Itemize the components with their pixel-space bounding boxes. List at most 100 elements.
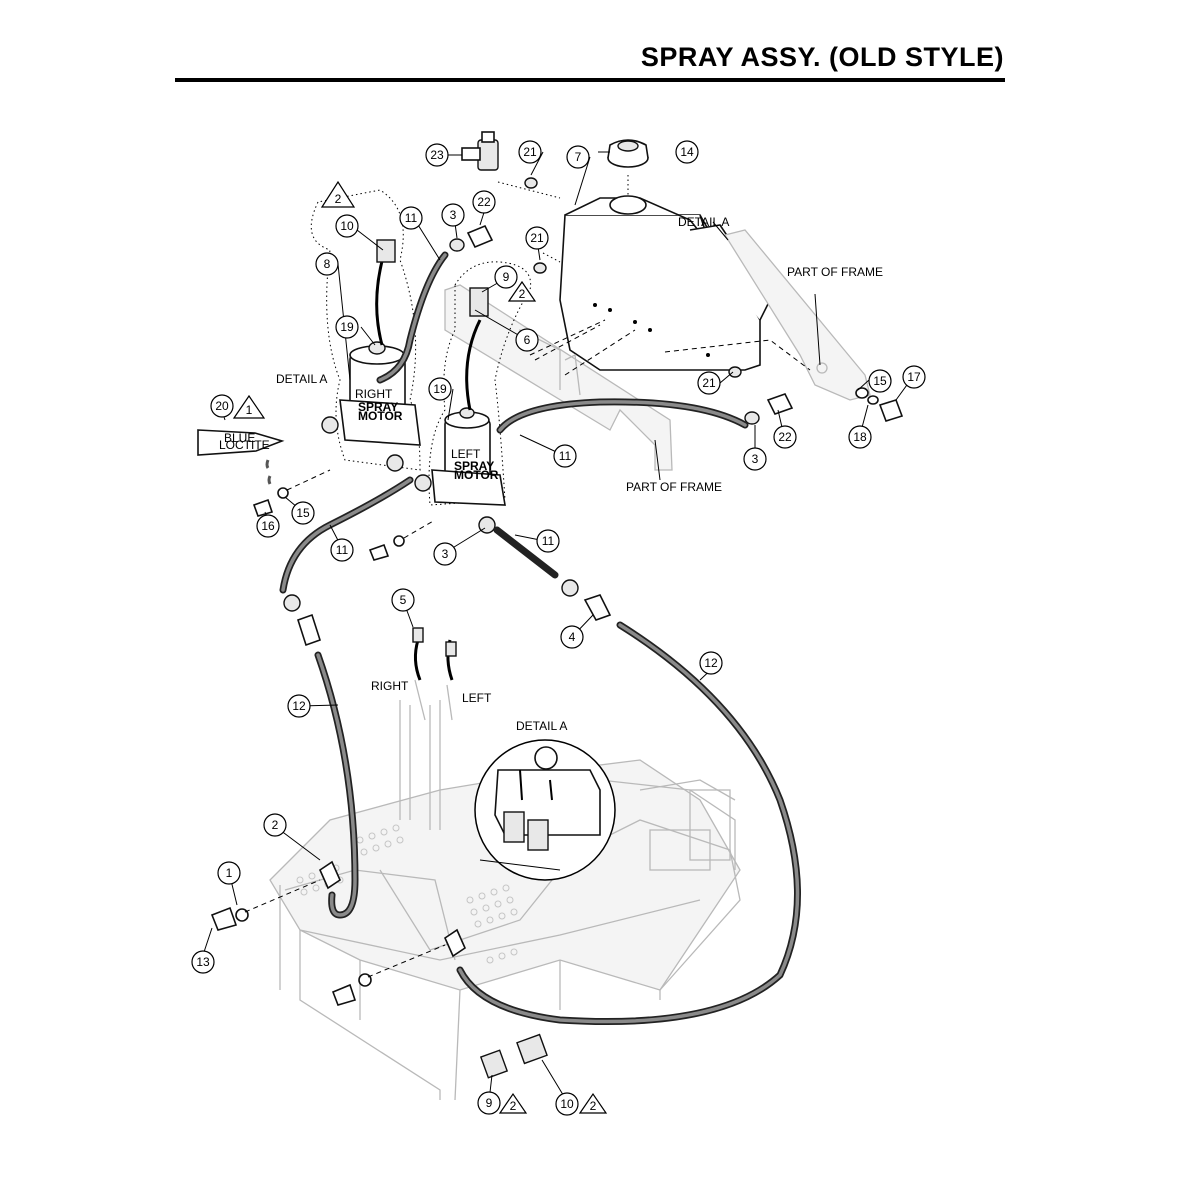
callout-9: 9	[494, 265, 518, 289]
callout-11: 11	[536, 529, 560, 553]
detail-a-inset	[474, 739, 616, 881]
svg-text:12: 12	[704, 656, 718, 670]
svg-text:21: 21	[523, 145, 537, 159]
callout-15: 15	[868, 369, 892, 393]
callout-21: 21	[697, 371, 721, 395]
label-detail-a: DETAIL A	[276, 372, 327, 386]
callout-13: 13	[191, 950, 215, 974]
callout-19: 19	[428, 377, 452, 401]
callout-1: 1	[217, 861, 241, 885]
note-triangle-2: 2	[320, 180, 356, 208]
callout-3: 3	[441, 203, 465, 227]
callout-18: 18	[848, 425, 872, 449]
svg-text:16: 16	[261, 519, 275, 533]
hose-clamp	[744, 411, 760, 425]
callout-20: 20	[210, 394, 234, 418]
svg-text:7: 7	[575, 150, 582, 164]
label-detail-a: DETAIL A	[516, 719, 567, 733]
label-left-nozzle: LEFT	[462, 691, 492, 705]
svg-text:6: 6	[524, 333, 531, 347]
callout-2: 2	[263, 813, 287, 837]
page-title: SPRAY ASSY. (OLD STYLE)	[640, 42, 1004, 72]
label-left-motor: LEFT	[451, 447, 481, 461]
elbow-fitting-right	[766, 393, 794, 415]
svg-text:11: 11	[336, 543, 349, 557]
svg-text:4: 4	[569, 630, 576, 644]
svg-text:19: 19	[340, 320, 354, 334]
svg-text:23: 23	[430, 148, 444, 162]
callout-3: 3	[743, 447, 767, 471]
svg-text:2: 2	[519, 287, 526, 301]
callout-16: 16	[256, 514, 280, 538]
title-rule	[175, 78, 1005, 82]
svg-text:2: 2	[510, 1099, 517, 1113]
hose-fittings	[197, 387, 904, 1079]
tank-cap	[607, 139, 649, 168]
svg-text:12: 12	[292, 699, 306, 713]
svg-text:11: 11	[542, 534, 555, 548]
leader-lines	[201, 151, 913, 1104]
svg-text:1: 1	[226, 866, 233, 880]
vehicle-frame	[269, 700, 741, 1101]
callout-12: 12	[287, 694, 311, 718]
svg-text:21: 21	[530, 231, 544, 245]
callout-22: 22	[472, 190, 496, 214]
label-blue: BLUE	[224, 431, 255, 445]
svg-text:22: 22	[477, 195, 491, 209]
svg-text:10: 10	[560, 1097, 574, 1111]
callout-21: 21	[518, 140, 542, 164]
callout-7: 7	[566, 145, 590, 169]
callout-3: 3	[433, 542, 457, 566]
callout-8: 8	[315, 252, 339, 276]
svg-text:2: 2	[335, 192, 342, 206]
svg-text:3: 3	[442, 547, 449, 561]
label-spray: SPRAY	[358, 400, 398, 414]
label-right-motor: RIGHT	[355, 387, 393, 401]
label-motor: MOTOR	[358, 409, 403, 423]
svg-text:3: 3	[450, 208, 457, 222]
svg-text:2: 2	[272, 818, 279, 832]
svg-text:17: 17	[907, 370, 921, 384]
label-motor: MOTOR	[454, 468, 499, 482]
callout-4: 4	[560, 625, 584, 649]
callout-19: 19	[335, 315, 359, 339]
callout-5: 5	[391, 588, 415, 612]
svg-text:5: 5	[400, 593, 407, 607]
label-spray: SPRAY	[454, 459, 494, 473]
svg-text:14: 14	[680, 145, 694, 159]
svg-text:8: 8	[324, 257, 331, 271]
callout-12: 12	[699, 651, 723, 675]
svg-text:3: 3	[752, 452, 759, 466]
svg-text:21: 21	[702, 376, 716, 390]
label-right-nozzle: RIGHT	[371, 679, 409, 693]
svg-text:1: 1	[246, 403, 253, 417]
callout-11: 11	[399, 206, 423, 230]
svg-text:2: 2	[590, 1099, 597, 1113]
svg-text:22: 22	[778, 430, 792, 444]
callout-11: 11	[330, 538, 354, 562]
svg-text:9: 9	[503, 270, 510, 284]
label-loctite: LOCTITE	[219, 438, 270, 452]
svg-text:20: 20	[215, 399, 229, 413]
spray-tank	[559, 195, 771, 371]
note-triangle-2: 2	[507, 280, 537, 302]
callout-9: 9	[477, 1091, 501, 1115]
callout-14: 14	[675, 140, 699, 164]
note-triangle-2: 2	[498, 1092, 528, 1114]
svg-text:15: 15	[296, 506, 310, 520]
svg-text:11: 11	[559, 449, 572, 463]
callout-10: 10	[335, 214, 359, 238]
text-labels: DETAIL A DETAIL A DETAIL A PART OF FRAME…	[219, 215, 883, 733]
svg-text:11: 11	[405, 211, 418, 225]
note-triangles: 2 2 1 2 2	[232, 180, 608, 1114]
label-part-of-frame: PART OF FRAME	[626, 480, 722, 494]
callout-15: 15	[291, 501, 315, 525]
tee-fitting	[461, 131, 499, 171]
callout-17: 17	[902, 365, 926, 389]
label-detail-a: DETAIL A	[678, 215, 729, 229]
callout-21: 21	[525, 226, 549, 250]
frame-bracket-center	[444, 284, 673, 471]
svg-text:19: 19	[433, 382, 447, 396]
callout-23: 23	[425, 143, 449, 167]
